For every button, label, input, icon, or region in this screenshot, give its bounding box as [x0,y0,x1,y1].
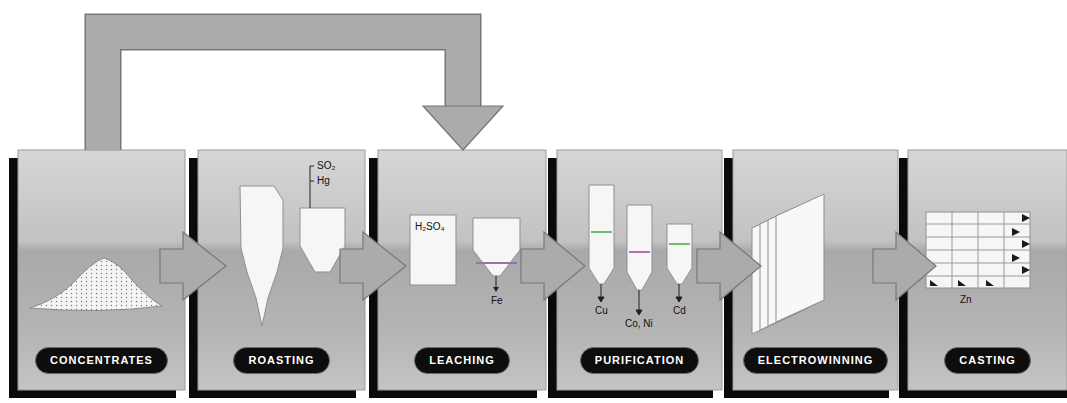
cementation-column [589,185,614,284]
recycle-arrow-body [103,32,463,151]
process-stage: CONCENTRATES [18,150,185,390]
stage-label: ROASTING [233,347,329,374]
purification-columns [589,185,692,315]
leaching-plant [410,215,520,292]
stage-label: LEACHING [414,347,509,374]
process-stage: PURIFICATION [557,150,722,390]
stream-label: Fe [491,295,503,307]
zinc-ingot-stack [926,212,1030,288]
thickener-level [476,262,517,264]
process-stage: CASTING [908,150,1067,390]
residue-arrowhead [493,287,499,292]
stream-label: Cd [673,305,686,317]
cementation-column [627,205,652,290]
concentrate-pile [30,258,162,311]
recycle-arrow-outline [103,32,463,150]
stage-label: ELECTROWINNING [743,347,888,374]
stream-label: Cu [595,305,608,317]
cyclone-hopper [300,208,345,272]
leader-arrowhead [676,297,682,302]
stream-label: Co, Ni [625,318,653,330]
flow-arrow-shape [521,232,585,300]
flow-arrow [103,32,503,151]
column-level [629,251,650,253]
flow-arrow-shape [697,232,761,300]
recycle-arrowhead [423,106,503,150]
process-stage: ROASTING [198,150,365,390]
stage-label: CASTING [944,347,1031,374]
flow-arrow-shape [873,232,936,300]
acid-tank [410,215,456,285]
ore-texture [30,258,162,311]
column-level [669,243,690,245]
ingot-joints [926,212,1030,288]
process-stage: LEACHING [378,150,546,390]
flow-arrow [521,232,585,300]
electrowinning-cells [752,194,824,334]
cathode-plate [776,194,824,322]
stage-label: CONCENTRATES [35,347,168,374]
ore-pile [30,258,162,311]
column-level [591,231,612,233]
flow-arrow-shape [340,232,406,300]
roaster [240,166,345,326]
process-stage: ELECTROWINNING [733,150,898,390]
stream-label: Hg [317,175,330,187]
flow-arrow-shape [160,232,226,300]
thickener [473,218,520,276]
flow-arrow [340,232,406,300]
flow-arrow [160,232,226,300]
leader-arrowhead [636,310,642,315]
leader-arrowhead [598,297,604,302]
stage-label: PURIFICATION [580,347,699,374]
roasting-furnace [240,186,283,326]
stream-label: SO₂ [317,160,335,172]
ingot-shading [930,214,1030,286]
panel-grounds [18,150,1067,390]
ingot-stack [926,212,1030,288]
off-gas-leader [310,166,314,208]
flow-arrow [697,232,761,300]
flow-arrow [873,232,936,300]
stream-label: H₂SO₄ [415,221,445,233]
product-leaders [598,284,682,315]
stream-label: Zn [960,294,972,306]
cementation-column [667,224,692,284]
